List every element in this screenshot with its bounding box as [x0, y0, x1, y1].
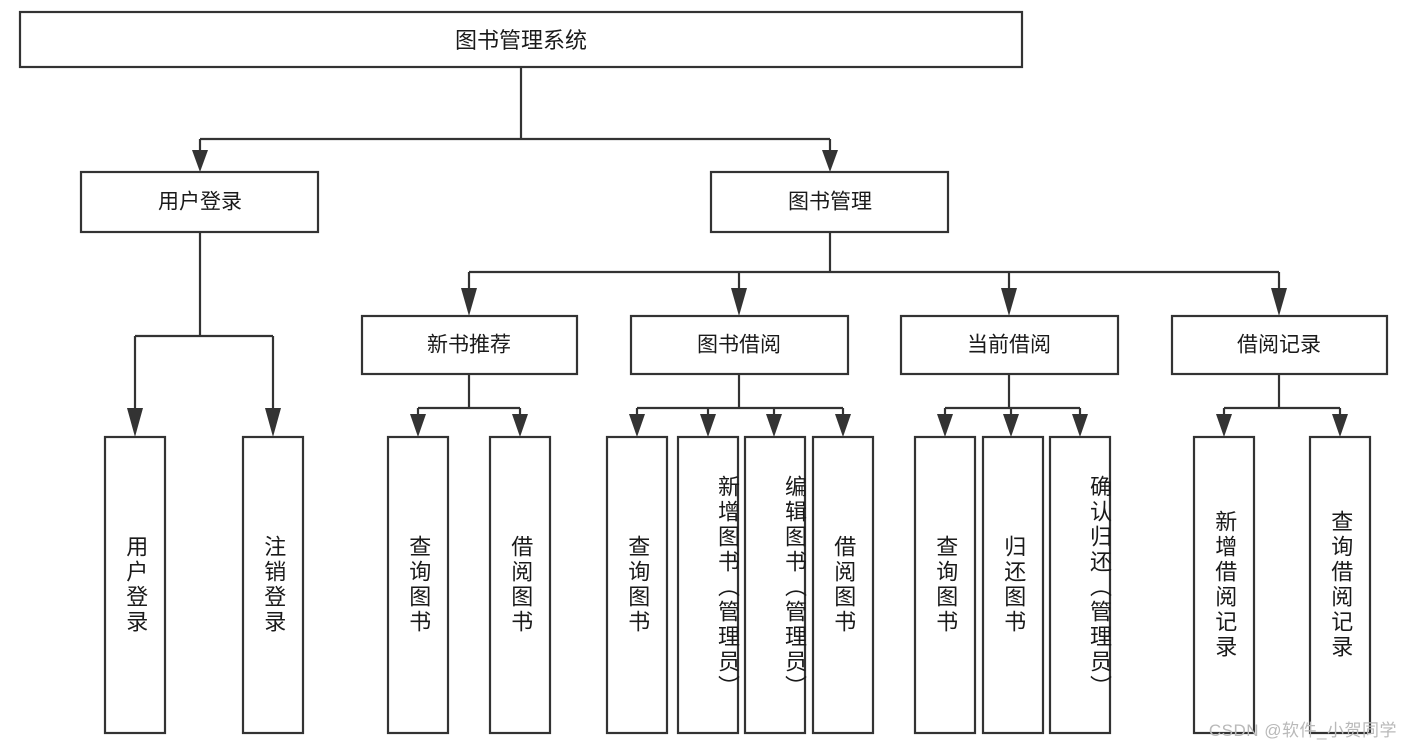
- node-book-borrow-box[interactable]: [629, 314, 850, 376]
- arrow-head-borrow-record-leaf-2: [1332, 414, 1348, 437]
- leaf-current-borrow-2-box[interactable]: [981, 435, 1045, 735]
- edges-layer: [127, 67, 1348, 437]
- leaf-new-book-2-label: 借阅图书: [508, 535, 534, 635]
- leaf-current-borrow-3-box[interactable]: [1048, 435, 1112, 735]
- node-borrow-record-label: 借阅记录: [1237, 334, 1321, 357]
- node-book-borrow[interactable]: 图书借阅: [629, 314, 850, 376]
- leaf-user-login-2[interactable]: 注销登录: [241, 435, 305, 735]
- leaf-book-borrow-1-box[interactable]: [605, 435, 669, 735]
- leaf-book-borrow-3[interactable]: 编辑图书（管理员）: [743, 435, 807, 735]
- node-book-borrow-label: 图书借阅: [697, 334, 781, 357]
- arrow-head-book-borrow-leaf-1: [629, 414, 645, 437]
- arrow-head-current-borrow-leaf-3: [1072, 414, 1088, 437]
- leaf-current-borrow-3[interactable]: 确认归还（管理员）: [1048, 435, 1112, 735]
- leaf-book-borrow-2-label: 新增图书（管理员）: [715, 474, 740, 700]
- leaf-new-book-1-box[interactable]: [386, 435, 450, 735]
- leaf-book-borrow-1-label: 查询图书: [625, 535, 651, 635]
- leaf-book-borrow-2[interactable]: 新增图书（管理员）: [676, 435, 740, 735]
- arrow-head-new-book-leaf-2: [512, 414, 528, 437]
- arrow-head-user-login: [192, 150, 208, 172]
- leaf-current-borrow-2[interactable]: 归还图书: [981, 435, 1045, 735]
- arrow-head-current-borrow-leaf-1: [937, 414, 953, 437]
- leaf-new-book-1[interactable]: 查询图书: [386, 435, 450, 735]
- leaf-borrow-record-2-label: 查询借阅记录: [1328, 510, 1354, 660]
- leaf-user-login-1-label: 用户登录: [123, 535, 149, 635]
- node-root[interactable]: 图书管理系统: [18, 10, 1024, 69]
- arrow-head-new-book-leaf-1: [410, 414, 426, 437]
- leaf-new-book-2-box[interactable]: [488, 435, 552, 735]
- leaf-borrow-record-1-label: 新增借阅记录: [1212, 510, 1238, 660]
- node-borrow-record-box[interactable]: [1170, 314, 1389, 376]
- node-borrow-record[interactable]: 借阅记录: [1170, 314, 1389, 376]
- leaf-book-borrow-3-label: 编辑图书（管理员）: [782, 474, 807, 700]
- node-user-login-box[interactable]: [79, 170, 320, 234]
- arrow-head-current-borrow-leaf-2: [1003, 414, 1019, 437]
- node-current-borrow-box[interactable]: [899, 314, 1120, 376]
- leaf-new-book-2[interactable]: 借阅图书: [488, 435, 552, 735]
- leaf-book-borrow-4[interactable]: 借阅图书: [811, 435, 875, 735]
- node-root-box[interactable]: [18, 10, 1024, 69]
- leaf-borrow-record-2-box[interactable]: [1308, 435, 1372, 735]
- node-user-login-label: 用户登录: [158, 191, 242, 214]
- nodes-layer: 图书管理系统 用户登录 图书管理 新书推荐 图书借阅: [18, 10, 1389, 735]
- node-new-book-recommend[interactable]: 新书推荐: [360, 314, 579, 376]
- arrow-head-user-login-leaf-1: [127, 408, 143, 437]
- arrow-head-book-borrow: [731, 288, 747, 316]
- node-new-book-recommend-label: 新书推荐: [427, 334, 511, 357]
- arrow-head-current-borrow: [1001, 288, 1017, 316]
- leaf-book-borrow-4-label: 借阅图书: [831, 535, 857, 635]
- arrow-head-book-borrow-leaf-4: [835, 414, 851, 437]
- leaf-user-login-2-box[interactable]: [241, 435, 305, 735]
- arrow-head-borrow-record-leaf-1: [1216, 414, 1232, 437]
- node-current-borrow-label: 当前借阅: [967, 334, 1051, 357]
- leaf-book-borrow-4-box[interactable]: [811, 435, 875, 735]
- node-user-login[interactable]: 用户登录: [79, 170, 320, 234]
- arrow-head-book-borrow-leaf-2: [700, 414, 716, 437]
- node-new-book-recommend-box[interactable]: [360, 314, 579, 376]
- node-root-label: 图书管理系统: [455, 28, 587, 53]
- leaf-borrow-record-1-box[interactable]: [1192, 435, 1256, 735]
- arrow-head-borrow-record: [1271, 288, 1287, 316]
- leaf-current-borrow-1[interactable]: 查询图书: [913, 435, 977, 735]
- arrow-head-new-book-recommend: [461, 288, 477, 316]
- node-book-manage-box[interactable]: [709, 170, 950, 234]
- node-book-manage[interactable]: 图书管理: [709, 170, 950, 234]
- leaf-current-borrow-2-label: 归还图书: [1001, 535, 1027, 635]
- leaf-new-book-1-label: 查询图书: [406, 535, 432, 635]
- node-book-manage-label: 图书管理: [788, 191, 872, 214]
- leaf-book-borrow-1[interactable]: 查询图书: [605, 435, 669, 735]
- leaf-book-borrow-2-box[interactable]: [676, 435, 740, 735]
- leaf-current-borrow-1-box[interactable]: [913, 435, 977, 735]
- leaf-user-login-1[interactable]: 用户登录: [103, 435, 167, 735]
- arrow-head-book-borrow-leaf-3: [766, 414, 782, 437]
- leaf-book-borrow-3-box[interactable]: [743, 435, 807, 735]
- leaf-user-login-1-box[interactable]: [103, 435, 167, 735]
- leaf-user-login-2-label: 注销登录: [261, 535, 287, 635]
- arrow-head-user-login-leaf-2: [265, 408, 281, 437]
- leaf-current-borrow-1-label: 查询图书: [933, 535, 959, 635]
- leaf-borrow-record-1[interactable]: 新增借阅记录: [1192, 435, 1256, 735]
- leaf-current-borrow-3-label: 确认归还（管理员）: [1087, 474, 1112, 700]
- arrow-head-book-manage: [822, 150, 838, 172]
- node-current-borrow[interactable]: 当前借阅: [899, 314, 1120, 376]
- leaf-borrow-record-2[interactable]: 查询借阅记录: [1308, 435, 1372, 735]
